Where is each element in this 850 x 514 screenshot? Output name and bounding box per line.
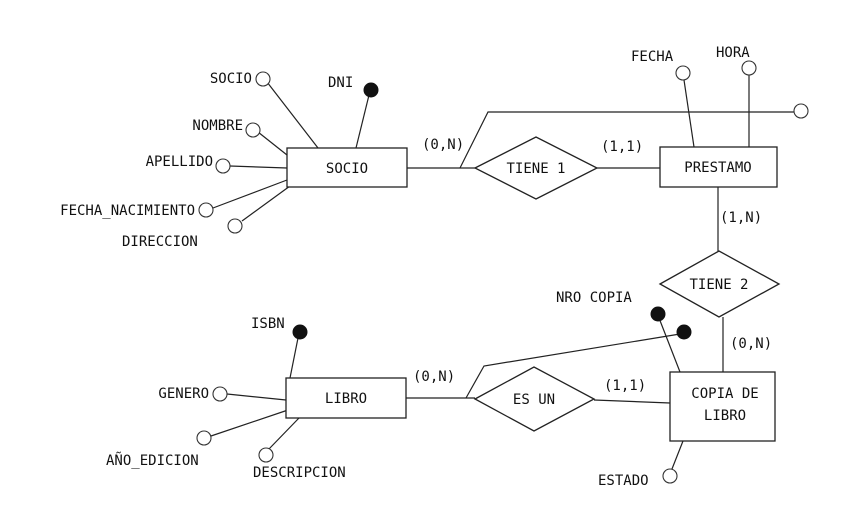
line-esun-copia <box>593 399 671 404</box>
attr-key-circle-esun-upper[interactable] <box>676 324 692 340</box>
line-socio-apellido <box>229 165 288 169</box>
attr-label-prestamo-hora: HORA <box>716 45 750 61</box>
attr-circle-copia-estado[interactable] <box>662 468 678 484</box>
attr-label-libro-anio: AÑO_EDICION <box>106 452 199 469</box>
line-socio-socio <box>266 81 319 149</box>
attr-label-libro-genero: GENERO <box>158 386 209 402</box>
attr-label-libro-descripcion: DESCRIPCION <box>253 465 346 481</box>
attr-key-circle-libro-isbn[interactable] <box>292 324 308 340</box>
entity-prestamo-label: PRESTAMO <box>684 160 751 176</box>
attr-label-socio-nombre: NOMBRE <box>192 118 243 134</box>
attr-label-socio-fecha: FECHA_NACIMIENTO <box>60 203 195 219</box>
connector-lines <box>210 75 795 475</box>
attr-label-copia-estado: ESTADO <box>598 473 649 489</box>
entity-copia-label-line1: COPIA DE <box>691 386 758 402</box>
line-esun-upper-attr <box>465 333 681 399</box>
attr-circle-libro-genero[interactable] <box>212 386 228 402</box>
cardinality-libro-esun: (0,N) <box>413 369 455 385</box>
attr-label-socio-dni: DNI <box>328 75 353 91</box>
attr-circle-prestamo-fecha[interactable] <box>675 65 691 81</box>
line-prestamo-fecha <box>683 79 695 148</box>
line-libro-descripcion <box>267 417 300 451</box>
attribute-labels: SOCIO DNI NOMBRE APELLIDO FECHA_NACIMIEN… <box>60 45 750 489</box>
attr-key-circle-socio-dni[interactable] <box>363 82 379 98</box>
relationship-tiene2-label: TIENE 2 <box>689 277 748 293</box>
relationship-es-un-label: ES UN <box>513 392 555 408</box>
attr-circle-socio-direccion[interactable] <box>227 218 243 234</box>
attr-label-socio-direccion: DIRECCION <box>122 234 198 250</box>
line-libro-genero <box>226 393 287 401</box>
line-socio-nombre <box>257 131 288 156</box>
attr-circle-tiene1-upper[interactable] <box>793 103 809 119</box>
line-tiene1-upper-attr <box>459 111 795 169</box>
cardinality-copia-esun: (1,1) <box>604 378 646 394</box>
entity-libro-label: LIBRO <box>325 391 367 407</box>
entity-copia-label-line2: LIBRO <box>704 408 746 424</box>
entity-libro[interactable]: LIBRO <box>285 377 407 419</box>
attr-circle-libro-anio[interactable] <box>196 430 212 446</box>
relationship-tiene1[interactable]: TIENE 1 <box>473 136 599 200</box>
attr-label-socio-socio: SOCIO <box>210 71 252 87</box>
line-libro-isbn <box>289 332 300 379</box>
attr-label-socio-apellido: APELLIDO <box>146 154 213 170</box>
attr-label-copia-nro: NRO COPIA <box>556 290 632 306</box>
entity-copia-de-libro[interactable]: COPIA DE LIBRO <box>669 371 776 442</box>
cardinalities: (0,N) (1,1) (1,N) (0,N) (0,N) (1,1) <box>413 137 772 394</box>
attribute-markers <box>196 60 809 484</box>
relationship-tiene2[interactable]: TIENE 2 <box>658 250 781 318</box>
attr-circle-socio-apellido[interactable] <box>215 158 231 174</box>
relationship-tiene1-label: TIENE 1 <box>506 161 565 177</box>
line-socio-fecha <box>212 179 288 209</box>
attr-circle-prestamo-hora[interactable] <box>741 60 757 76</box>
attr-label-libro-isbn: ISBN <box>251 316 285 332</box>
line-copia-nro <box>658 317 681 373</box>
entity-prestamo[interactable]: PRESTAMO <box>659 146 778 188</box>
attr-circle-socio-socio[interactable] <box>255 71 271 87</box>
cardinality-socio-tiene1: (0,N) <box>422 137 464 153</box>
attr-label-prestamo-fecha: FECHA <box>631 49 674 65</box>
attr-circle-socio-nombre[interactable] <box>245 122 261 138</box>
attr-circle-socio-fecha[interactable] <box>198 202 214 218</box>
line-copia-estado <box>669 440 684 475</box>
cardinality-copia-tiene2: (0,N) <box>730 336 772 352</box>
line-libro-anio <box>210 409 289 437</box>
entity-socio[interactable]: SOCIO <box>286 147 408 188</box>
cardinality-prestamo-tiene2: (1,N) <box>720 210 762 226</box>
attr-circle-libro-descripcion[interactable] <box>258 447 274 463</box>
line-socio-dni <box>355 90 371 149</box>
relationship-es-un[interactable]: ES UN <box>473 366 596 432</box>
attr-key-circle-copia-nro[interactable] <box>650 306 666 322</box>
entity-socio-label: SOCIO <box>326 161 368 177</box>
line-socio-direccion <box>241 185 291 222</box>
cardinality-prestamo-tiene1: (1,1) <box>601 139 643 155</box>
